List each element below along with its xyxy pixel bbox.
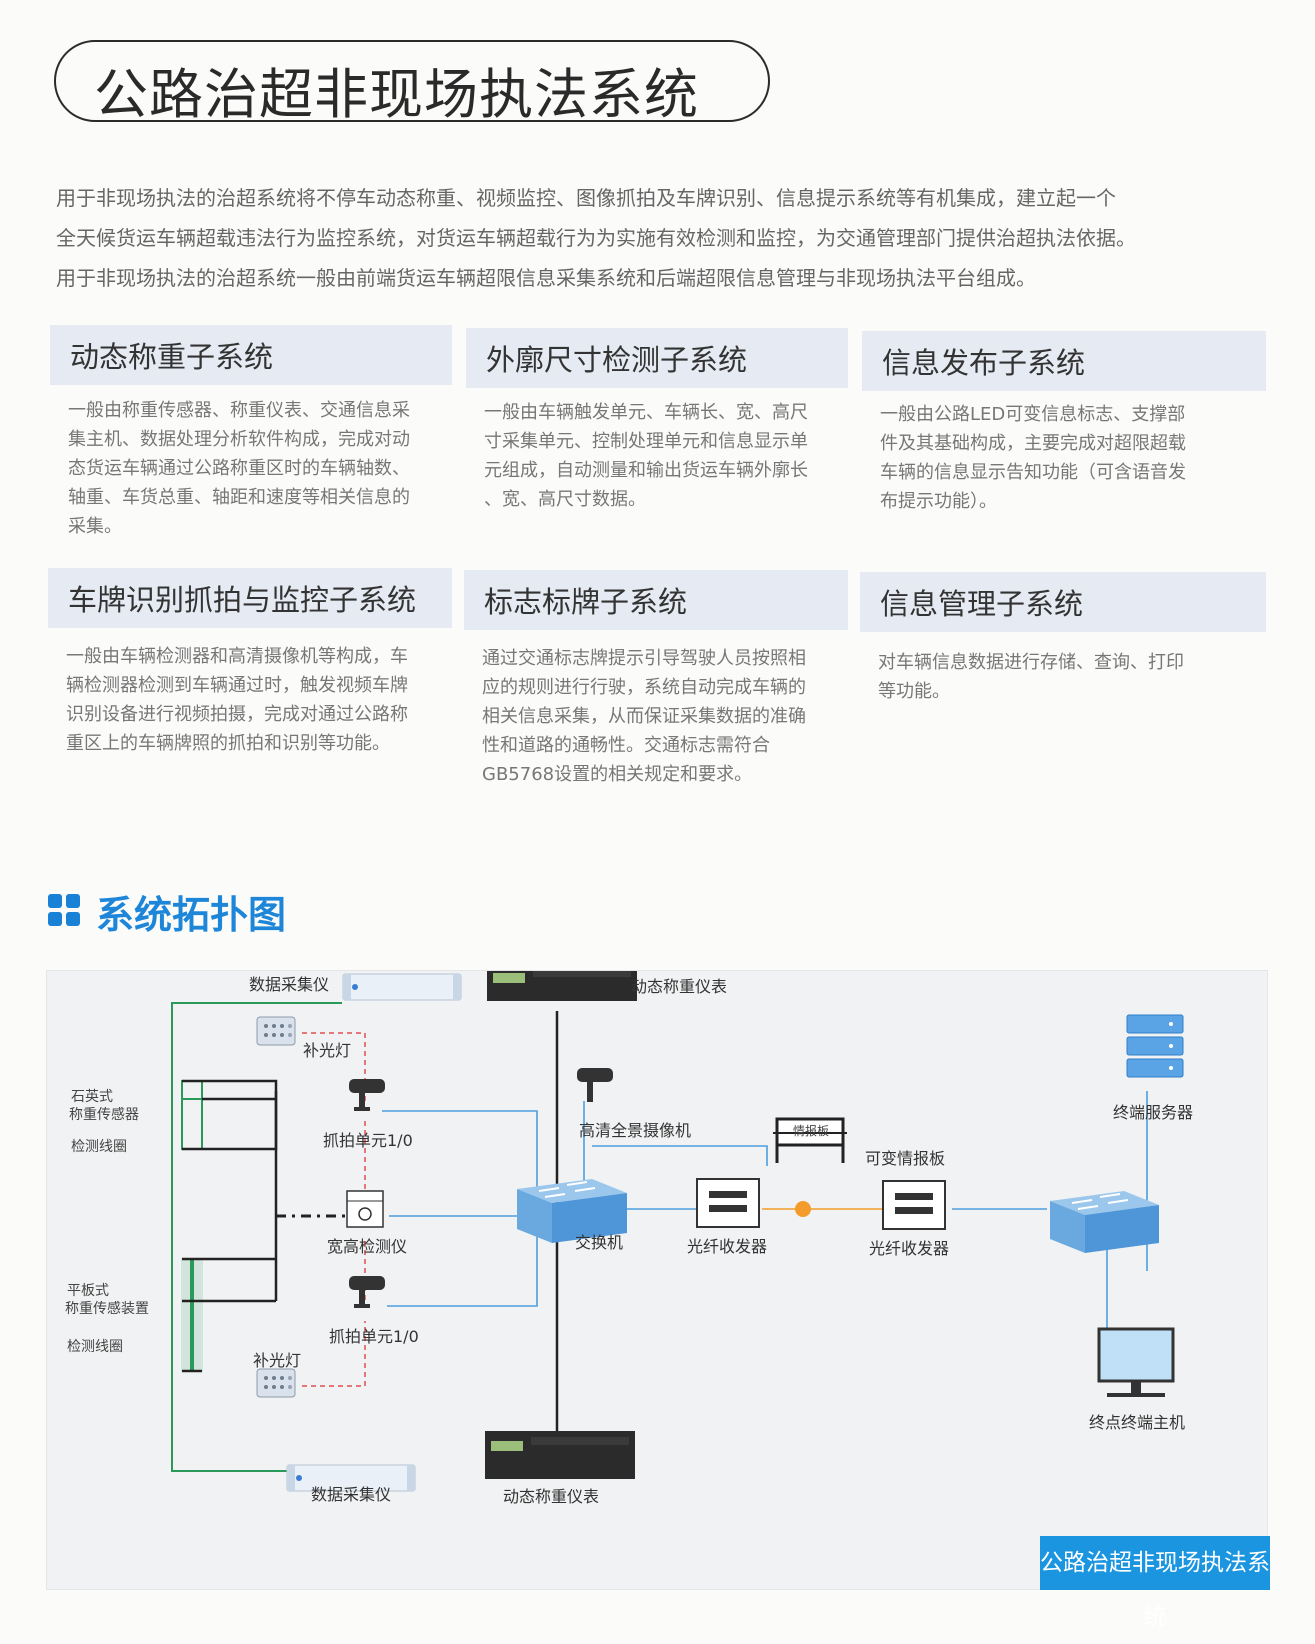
card-line: 辆检测器检测到车辆通过时，触发视频车牌 [66, 675, 408, 696]
card-line: 、宽、高尺寸数据。 [484, 489, 646, 510]
card-line: 车辆的信息显示告知功能（可含语音发 [880, 462, 1186, 483]
intro-line: 用于非现场执法的治超系统将不停车动态称重、视频监控、图像抓拍及车牌识别、信息提示… [56, 186, 1116, 210]
label-weighing-meter-top: 动态称重仪表 [631, 977, 728, 996]
intro-text: 用于非现场执法的治超系统将不停车动态称重、视频监控、图像抓拍及车牌识别、信息提示… [56, 178, 1286, 298]
topology-wires [171, 971, 1184, 1492]
label-capture-bottom: 抓拍单元1/0 [329, 1327, 419, 1346]
label-fiber-right: 光纤收发器 [869, 1239, 950, 1258]
label-fiber-left: 光纤收发器 [687, 1237, 768, 1256]
page-title-frame: 公路治超非现场执法系统 [54, 40, 770, 126]
system-name-banner: 公路治超非现场执法系统 [1040, 1536, 1270, 1630]
card-line: 一般由车辆检测器和高清摄像机等构成，车 [66, 646, 408, 667]
card-line: 轴重、车货总重、轴距和速度等相关信息的 [68, 487, 410, 508]
label-plate-sensor-2: 称重传感装置 [65, 1301, 149, 1317]
intro-line: 用于非现场执法的治超系统一般由前端货运车辆超限信息采集系统和后端超限信息管理与非… [56, 266, 1036, 290]
card-line: 采集。 [68, 516, 122, 537]
card-body-info-manage: 对车辆信息数据进行存储、查询、打印 等功能。 [878, 648, 1184, 706]
card-body-dimension: 一般由车辆触发单元、车辆长、宽、高尺 寸采集单元、控制处理单元和信息显示单 元组… [484, 398, 808, 514]
card-line: 性和道路的通畅性。交通标志需符合 [482, 735, 770, 756]
label-fill-light-top: 补光灯 [303, 1041, 352, 1060]
label-variable-board: 可变情报板 [865, 1149, 946, 1168]
card-title-weighing: 动态称重子系统 [50, 325, 452, 385]
card-body-plate: 一般由车辆检测器和高清摄像机等构成，车 辆检测器检测到车辆通过时，触发视频车牌 … [66, 642, 408, 758]
topology-diagram: 数据采集仪 动态称重仪表 补光灯 石英式 称重传感器 检测线圈 抓拍单元1/0 … [46, 970, 1268, 1590]
label-capture-top: 抓拍单元1/0 [323, 1131, 413, 1150]
card-line: 重区上的车辆牌照的抓拍和识别等功能。 [66, 733, 390, 754]
label-plate-sensor-1: 平板式 [67, 1283, 109, 1299]
card-line: 对车辆信息数据进行存储、查询、打印 [878, 652, 1184, 673]
label-terminal-server: 终端服务器 [1113, 1103, 1194, 1122]
grid-squares-icon [48, 894, 82, 928]
intro-line: 全天候货运车辆超载违法行为监控系统，对货运车辆超载行为为实施有效检测和监控，为交… [56, 226, 1136, 250]
label-switch-left: 交换机 [575, 1233, 624, 1252]
label-data-collector-bottom: 数据采集仪 [311, 1485, 392, 1504]
card-line: 等功能。 [878, 681, 950, 702]
card-line: 通过交通标志牌提示引导驾驶人员按照相 [482, 648, 806, 669]
label-loop-top: 检测线圈 [71, 1139, 127, 1155]
label-fill-light-bottom: 补光灯 [253, 1351, 302, 1370]
label-endpoint-host: 终点终端主机 [1089, 1413, 1186, 1432]
card-line: 一般由车辆触发单元、车辆长、宽、高尺 [484, 402, 808, 423]
label-dimension-detector: 宽高检测仪 [327, 1237, 408, 1256]
label-data-collector-top: 数据采集仪 [249, 975, 330, 994]
card-line: 识别设备进行视频拍摄，完成对通过公路称 [66, 704, 408, 725]
card-title-signage: 标志标牌子系统 [464, 570, 848, 630]
card-line: 一般由公路LED可变信息标志、支撑部 [880, 404, 1186, 425]
card-body-signage: 通过交通标志牌提示引导驾驶人员按照相 应的规则进行行驶，系统自动完成车辆的 相关… [482, 644, 806, 789]
card-title-dimension: 外廓尺寸检测子系统 [466, 328, 848, 388]
card-line: 相关信息采集，从而保证采集数据的准确 [482, 706, 806, 727]
card-line: 布提示功能）。 [880, 491, 997, 512]
label-quartz-sensor-1: 石英式 [71, 1089, 113, 1105]
card-title-plate: 车牌识别抓拍与监控子系统 [48, 568, 452, 628]
card-line: 一般由称重传感器、称重仪表、交通信息采 [68, 400, 410, 421]
card-body-info-publish: 一般由公路LED可变信息标志、支撑部 件及其基础构成，主要完成对超限超载 车辆的… [880, 400, 1186, 516]
topology-heading-text: 系统拓扑图 [96, 893, 287, 937]
card-line: 元组成，自动测量和输出货运车辆外廓长 [484, 460, 808, 481]
label-weighing-meter-bottom: 动态称重仪表 [503, 1487, 600, 1506]
card-line: 寸采集单元、控制处理单元和信息显示单 [484, 431, 808, 452]
card-title-info-manage: 信息管理子系统 [860, 572, 1266, 632]
card-title-info-publish: 信息发布子系统 [862, 331, 1266, 391]
page-title: 公路治超非现场执法系统 [94, 63, 699, 126]
card-body-weighing: 一般由称重传感器、称重仪表、交通信息采 集主机、数据处理分析软件构成，完成对动 … [68, 396, 410, 541]
card-line: 态货运车辆通过公路称重区时的车辆轴数、 [68, 458, 410, 479]
label-hd-camera: 高清全景摄像机 [579, 1121, 692, 1140]
card-line: 应的规则进行行驶，系统自动完成车辆的 [482, 677, 806, 698]
card-line: GB5768设置的相关规定和要求。 [482, 764, 753, 785]
label-quartz-sensor-2: 称重传感器 [69, 1107, 139, 1123]
card-line: 集主机、数据处理分析软件构成，完成对动 [68, 429, 410, 450]
card-line: 件及其基础构成，主要完成对超限超载 [880, 433, 1186, 454]
label-info-board-sign: 情报板 [793, 1124, 830, 1138]
label-loop-bottom: 检测线圈 [67, 1339, 123, 1355]
